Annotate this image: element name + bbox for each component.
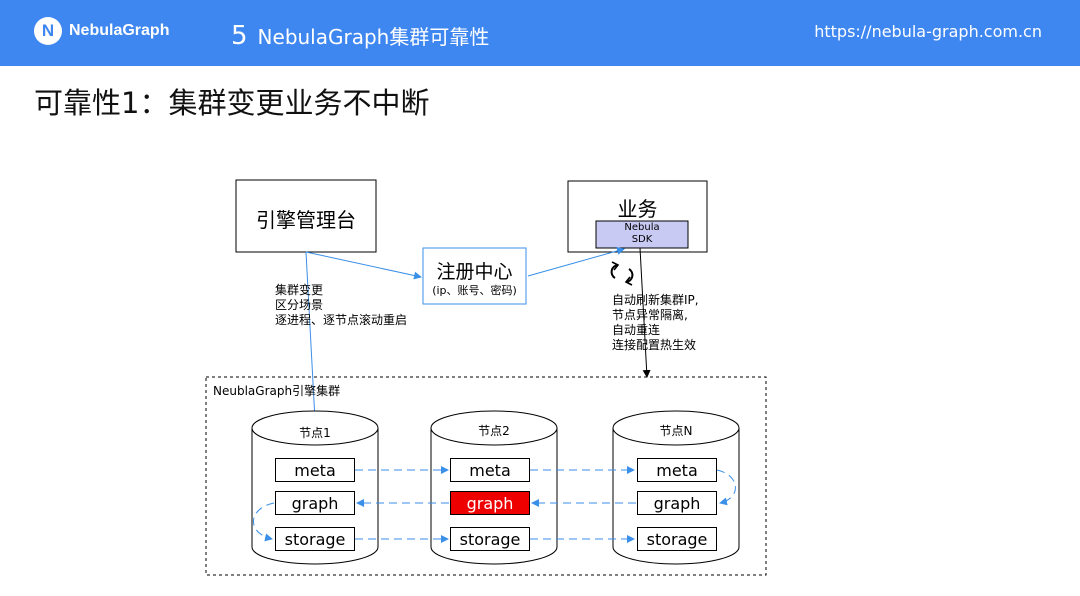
node-n-graph: graph	[637, 491, 717, 515]
node-2-meta: meta	[450, 458, 530, 482]
business-label: 业务	[617, 197, 658, 221]
page-title: 可靠性1：集群变更业务不中断	[34, 86, 430, 120]
node-2-storage: storage	[450, 527, 530, 551]
logo-text: NebulaGraph	[69, 22, 170, 39]
refresh-icon	[610, 261, 634, 286]
cluster-label: NeublaGraph引擎集群	[213, 384, 341, 398]
registry-subtitle: (ip、账号、密码)	[432, 284, 517, 297]
section-title: NebulaGraph集群可靠性	[257, 25, 490, 49]
node-n-storage: storage	[637, 527, 717, 551]
cluster-border	[205, 376, 767, 576]
registry-title: 注册中心	[436, 261, 513, 283]
node-1-label: 节点1	[299, 426, 331, 440]
node-1-graph: graph	[275, 491, 355, 515]
console-to-registry-arrow	[305, 251, 422, 280]
node-n-meta: meta	[637, 458, 717, 482]
flow-arrows	[253, 466, 736, 543]
sdk-label: Nebula SDK	[624, 222, 660, 245]
site-url: https://nebula-graph.com.cn	[814, 22, 1042, 41]
sdk-to-cluster-arrow	[639, 247, 651, 378]
nebulagraph-logo: N NebulaGraph	[34, 17, 169, 45]
logo-icon: N	[34, 17, 62, 45]
section-heading: 5 NebulaGraph集群可靠性	[231, 21, 489, 51]
registry-box	[422, 247, 527, 305]
sdk-box	[595, 220, 689, 249]
node-1-storage: storage	[275, 527, 355, 551]
console-to-node1-arrow	[305, 251, 319, 421]
node-1-meta: meta	[275, 458, 355, 482]
graph-1-to-storage-1-arrow	[253, 502, 275, 542]
header-bar: N NebulaGraph 5 NebulaGraph集群可靠性 https://…	[0, 0, 1080, 66]
engine-console-label: 引擎管理台	[256, 208, 356, 232]
cluster-change-note: 集群变更 区分场景 逐进程、逐节点滚动重启	[275, 283, 408, 327]
sdk-features-note: 自动刷新集群IP, 节点异常隔离, 自动重连 连接配置热生效	[612, 293, 699, 352]
node-n-label: 节点N	[659, 424, 693, 438]
node-2-label: 节点2	[478, 424, 510, 438]
meta-n-to-graph-n-arrow	[716, 469, 736, 506]
registry-to-sdk-arrow	[527, 247, 625, 277]
section-number: 5	[231, 21, 248, 51]
node-2-graph-failed: graph	[450, 491, 530, 515]
